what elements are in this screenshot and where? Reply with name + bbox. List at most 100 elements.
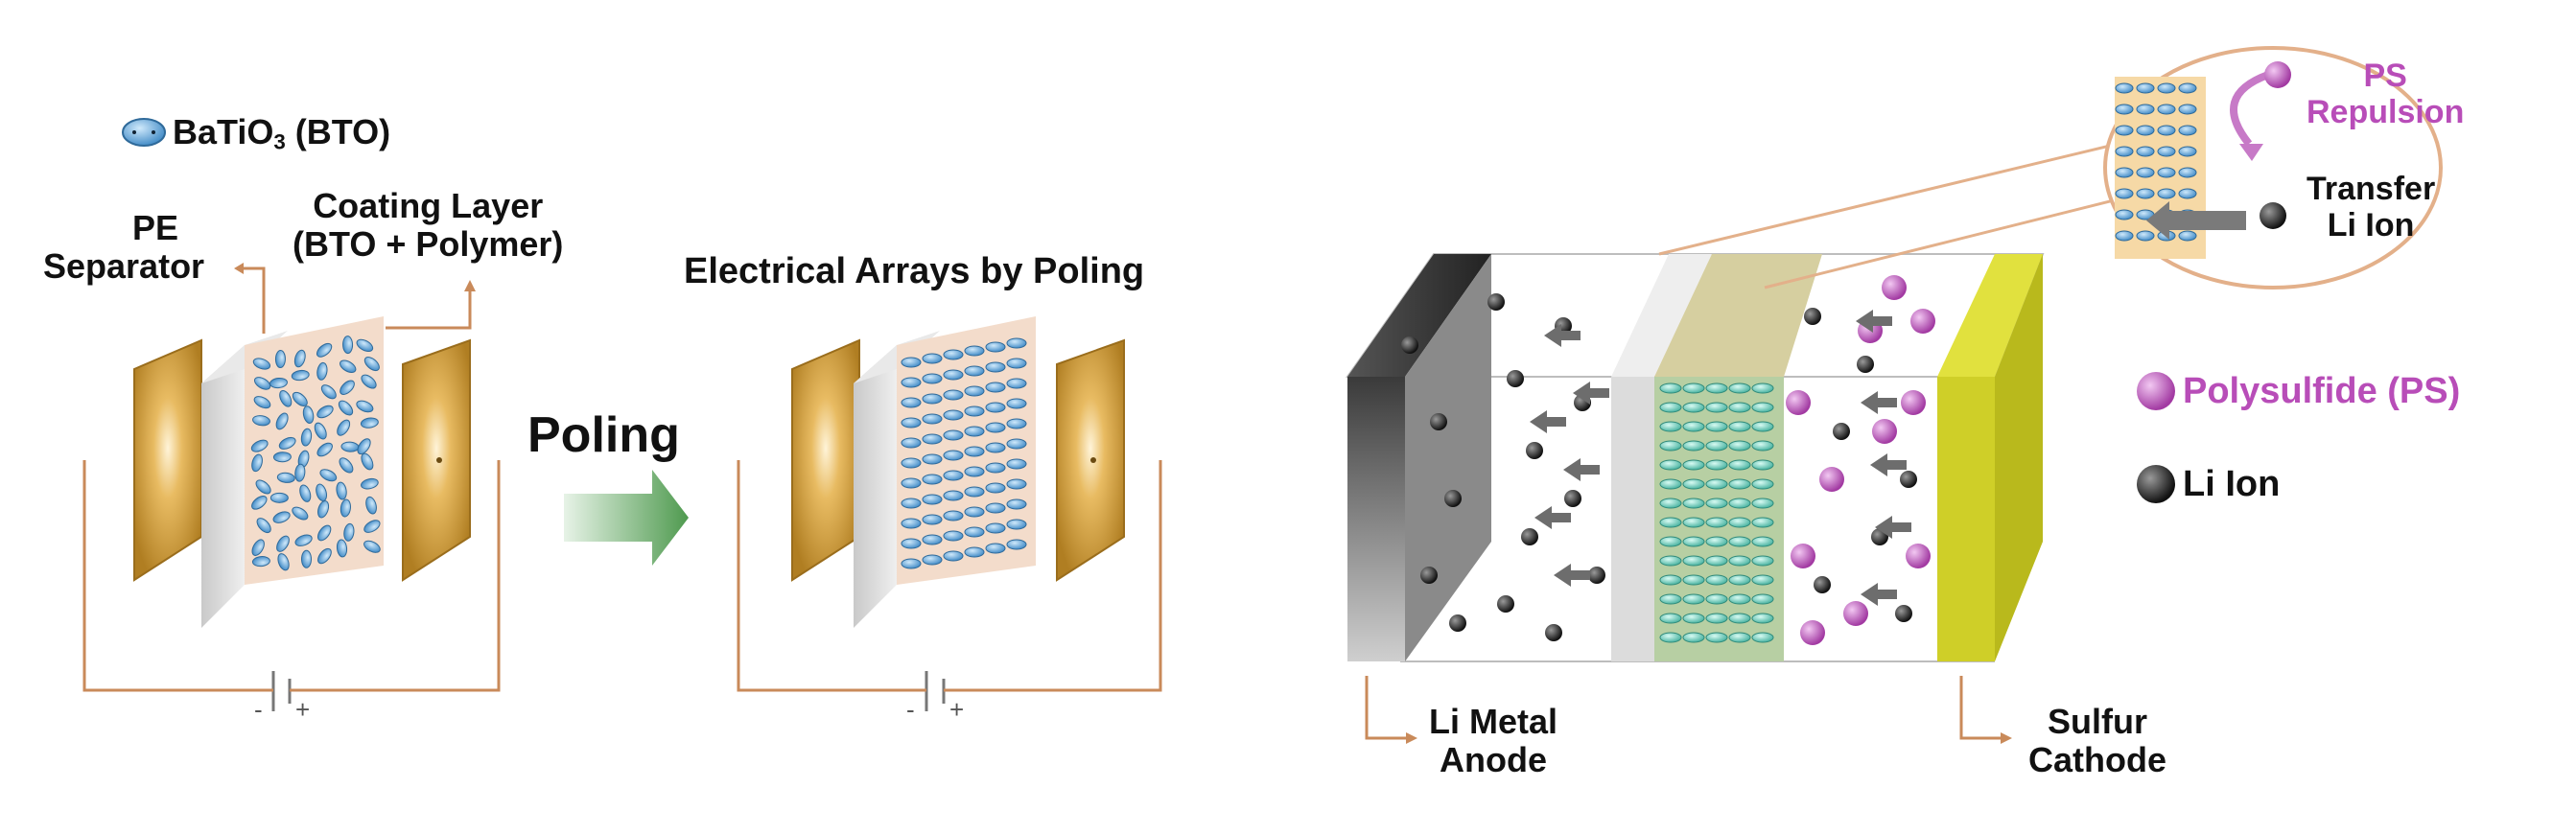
- bto-particle: [1683, 556, 1704, 566]
- bto-particle: [1007, 459, 1026, 469]
- bto-particle: [944, 370, 963, 380]
- li-ion: [1900, 471, 1917, 488]
- li-transport-arrow: [1861, 391, 1897, 414]
- li-ion: [1507, 370, 1524, 387]
- bto-particle: [2179, 83, 2196, 93]
- bto-particle: [2137, 104, 2154, 114]
- bto-particle: [965, 406, 984, 416]
- bto-particle: [1729, 403, 1750, 412]
- bto-particle: [1706, 633, 1727, 642]
- bto-particle: [923, 515, 942, 524]
- bto-particle: [1683, 537, 1704, 546]
- li-ion: [1420, 567, 1438, 584]
- bto-particle: [902, 539, 921, 548]
- bto-particle: [923, 354, 942, 363]
- bto-particle: [1729, 383, 1750, 393]
- bto-particle: [1660, 633, 1681, 642]
- bto-particle: [2179, 189, 2196, 198]
- bto-particle: [1683, 575, 1704, 585]
- bto-particle: [1660, 537, 1681, 546]
- pe-separator: [201, 345, 245, 628]
- bto-particle: [944, 390, 963, 400]
- bto-particle: [2158, 83, 2175, 93]
- polysulfide-legend-icon: [2137, 372, 2175, 410]
- bto-particle: [986, 403, 1005, 412]
- bto-particle: [2137, 147, 2154, 156]
- li-metal-anode: [1347, 377, 1405, 661]
- bto-particle: [2179, 104, 2196, 114]
- bto-particle: [270, 493, 288, 502]
- polysulfide-particle: [1906, 544, 1931, 568]
- unpoled-cell: [84, 263, 499, 711]
- bto-particle: [2179, 231, 2196, 241]
- bto-particle: [1706, 537, 1727, 546]
- bto-particle: [1683, 594, 1704, 604]
- bto-particle: [1752, 422, 1773, 431]
- inset-li-ball: [2260, 202, 2286, 229]
- li-ion: [1814, 576, 1831, 593]
- bto-particle: [1706, 460, 1727, 470]
- li-ion: [1430, 413, 1447, 430]
- bto-particle: [923, 495, 942, 504]
- bto-particle: [1007, 379, 1026, 388]
- bto-particle: [902, 438, 921, 448]
- bto-particle: [1007, 399, 1026, 408]
- bto-particle: [986, 483, 1005, 493]
- bto-particle: [1660, 614, 1681, 623]
- bto-particle: [1729, 460, 1750, 470]
- bto-particle: [1752, 518, 1773, 527]
- polysulfide-particle: [1843, 601, 1868, 626]
- bto-particle: [1660, 403, 1681, 412]
- sulfur-cathode: [1937, 377, 1995, 661]
- bto-legend-label: BaTiO3 (BTO): [173, 113, 390, 154]
- bto-particle: [944, 491, 963, 500]
- bto-particle: [986, 463, 1005, 473]
- bto-particle: [1706, 518, 1727, 527]
- poled-cell: [738, 316, 1160, 711]
- bto-particle: [923, 454, 942, 464]
- bto-particle: [1683, 403, 1704, 412]
- polysulfide-legend-label: Polysulfide (PS): [2183, 371, 2460, 412]
- li-transport-arrow: [1554, 564, 1590, 587]
- bto-particle: [923, 374, 942, 383]
- bto-particle: [1706, 498, 1727, 508]
- bto-particle: [2116, 168, 2133, 177]
- bto-particle: [965, 427, 984, 436]
- polysulfide-particle: [1901, 390, 1926, 415]
- bto-particle: [2137, 83, 2154, 93]
- bto-particle: [1660, 479, 1681, 489]
- poling-arrow: [564, 470, 689, 566]
- bto-particle: [1706, 479, 1727, 489]
- polysulfide-particles: [1786, 275, 1935, 645]
- bto-particle: [1007, 499, 1026, 509]
- bto-particle: [923, 555, 942, 565]
- bto-particle: [965, 386, 984, 396]
- li-ion: [1564, 490, 1581, 507]
- inset-ps-repulsion-label: PS Repulsion: [2307, 58, 2464, 130]
- bto-particle: [2158, 104, 2175, 114]
- bto-particle: [1683, 614, 1704, 623]
- bto-particle: [986, 342, 1005, 352]
- bto-particle: [1660, 441, 1681, 451]
- poling-title: Electrical Arrays by Poling: [684, 251, 1144, 292]
- bto-particle: [1729, 498, 1750, 508]
- battery-plus-middle: +: [949, 696, 964, 724]
- anode-label: Li Metal Anode: [1429, 703, 1557, 780]
- bto-particle: [944, 430, 963, 440]
- bto-particle: [1683, 383, 1704, 393]
- bto-particle: [1706, 575, 1727, 585]
- bto-particle: [1007, 338, 1026, 348]
- bto-particle: [273, 452, 291, 462]
- bto-particle: [923, 414, 942, 424]
- bto-particle: [1007, 520, 1026, 529]
- li-transport-arrow: [1870, 453, 1907, 476]
- pe-separator-poled: [854, 345, 897, 628]
- bto-particle: [2179, 147, 2196, 156]
- bto-particle: [1729, 556, 1750, 566]
- bto-particle: [923, 434, 942, 444]
- bto-particle: [986, 443, 1005, 452]
- bto-particle: [986, 544, 1005, 553]
- bto-particle: [1660, 422, 1681, 431]
- bto-particle: [1752, 614, 1773, 623]
- bto-particle: [1660, 556, 1681, 566]
